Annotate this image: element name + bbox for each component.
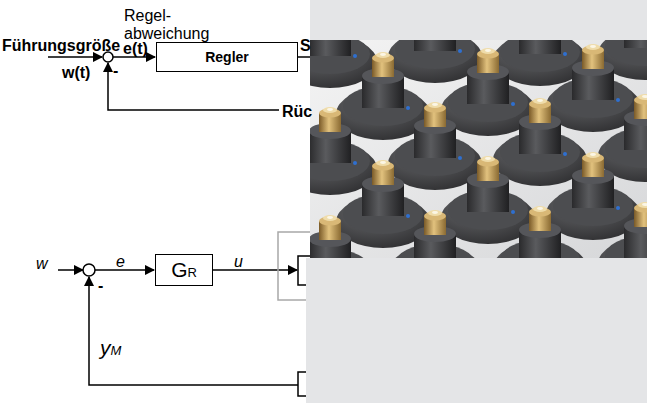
signal-symbol: yM — [100, 336, 121, 360]
signal-symbol: e — [116, 253, 125, 271]
signal-symbol: u — [234, 253, 243, 271]
grey-panel — [310, 0, 647, 40]
signal-symbol: w(t) — [62, 64, 90, 82]
controller-box: GR — [155, 254, 213, 286]
sensor-photo — [310, 40, 647, 258]
controller-box: Regler — [156, 42, 298, 72]
box-label: Regler — [205, 49, 249, 65]
grey-panel — [306, 258, 647, 403]
signal-name: Regel- abweichung — [124, 7, 186, 43]
signal-symbol: w — [36, 255, 48, 273]
sign-mark: - — [98, 277, 103, 295]
box-label: GR — [171, 258, 197, 282]
signal-name: S — [300, 37, 311, 55]
sign-mark: - — [113, 62, 118, 80]
signal-name: Führungsgröße — [2, 37, 120, 55]
signal-name: Rüc — [282, 103, 312, 121]
signal-symbol: e(t) — [123, 40, 148, 58]
bottom-loop-wires — [58, 232, 318, 396]
